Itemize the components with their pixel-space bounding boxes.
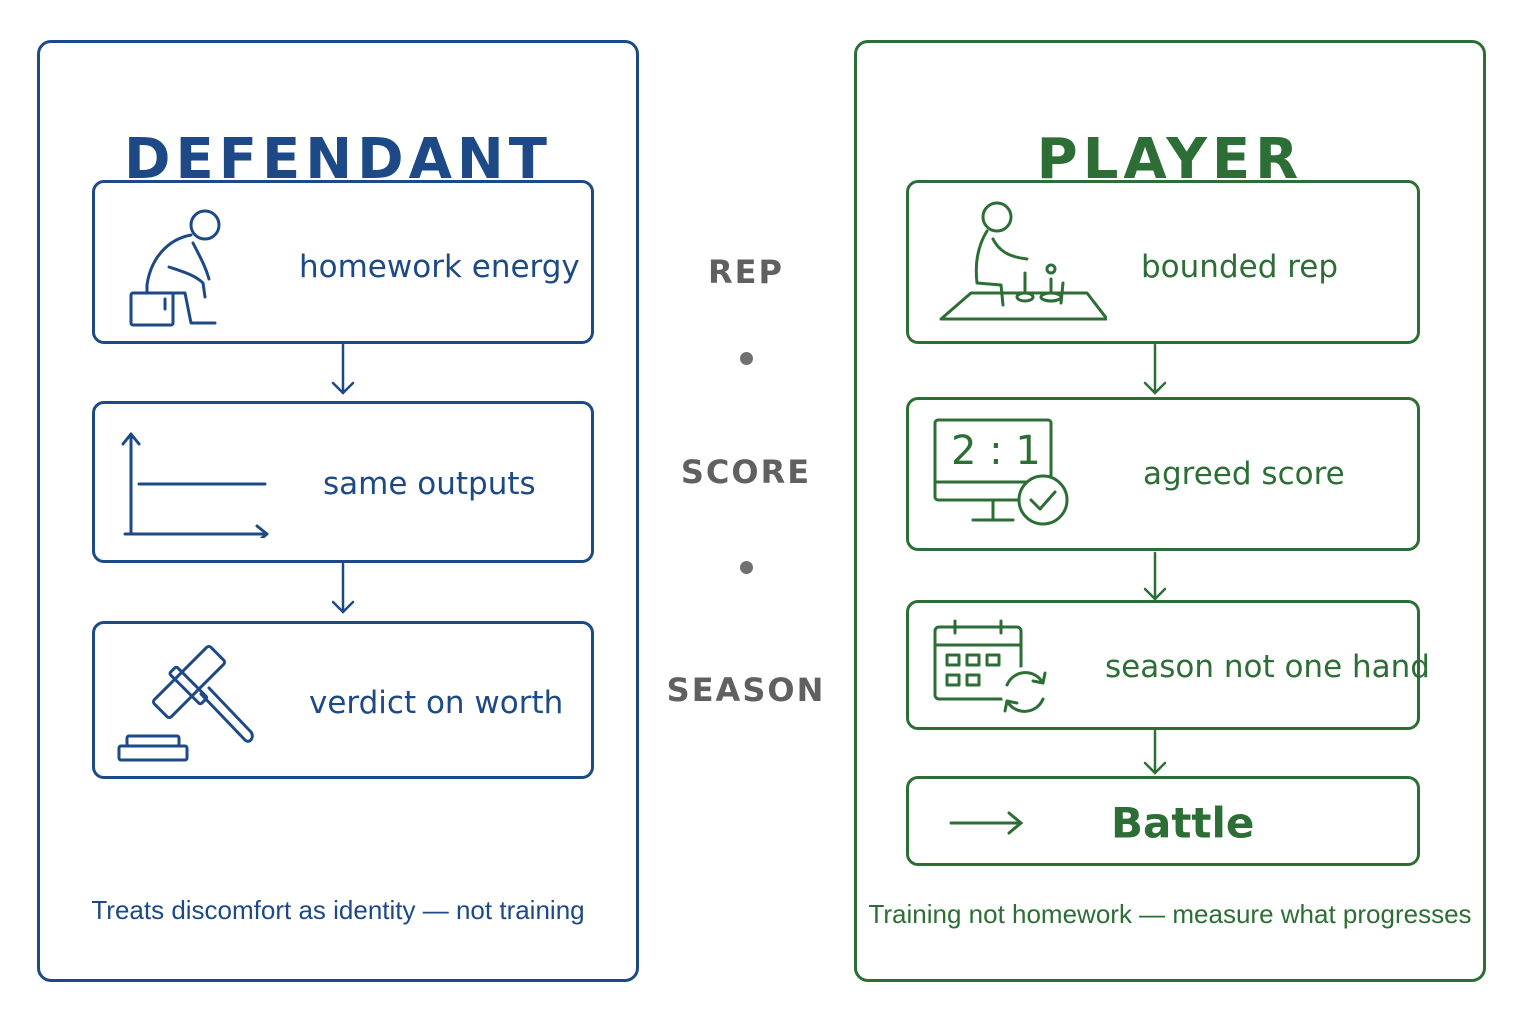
person-practicing-icon (937, 199, 1107, 325)
battle-box: Battle (906, 776, 1420, 866)
flat-line-chart-icon (121, 430, 271, 538)
bounded-rep-label: bounded rep (1141, 249, 1339, 285)
scoreboard-check-icon: 2 : 1 (933, 418, 1073, 528)
season-box: season not one hand (906, 600, 1430, 730)
down-arrow-icon (331, 562, 355, 620)
score-value: 2 : 1 (951, 428, 1041, 474)
slumped-person-icon (129, 205, 229, 329)
verdict-on-worth-box: verdict on worth (92, 621, 594, 779)
down-arrow-icon (1143, 729, 1167, 781)
separator-dot (740, 561, 753, 574)
down-arrow-icon (1143, 343, 1167, 401)
homework-energy-label: homework energy (299, 249, 580, 285)
season-label: SEASON (666, 671, 826, 709)
gavel-icon (117, 642, 255, 764)
down-arrow-icon (331, 343, 355, 401)
season-label-text: season not one hand (1105, 649, 1430, 685)
same-outputs-label: same outputs (323, 466, 536, 502)
score-label: SCORE (680, 453, 812, 491)
battle-label: Battle (1111, 798, 1255, 848)
verdict-on-worth-label: verdict on worth (309, 685, 564, 721)
agreed-score-box: 2 : 1 agreed score (906, 397, 1420, 551)
rep-label: REP (708, 253, 784, 291)
player-panel: PLAYER bounded rep (854, 40, 1486, 982)
defendant-panel: DEFENDANT homework energy same (37, 40, 639, 982)
calendar-cycle-icon (933, 619, 1053, 719)
bounded-rep-box: bounded rep (906, 180, 1420, 344)
same-outputs-box: same outputs (92, 401, 594, 563)
homework-energy-box: homework energy (92, 180, 594, 344)
defendant-footer: Treats discomfort as identity — not trai… (91, 895, 585, 925)
separator-dot (740, 352, 753, 365)
arrow-right-icon (949, 811, 1025, 835)
down-arrow-icon (1143, 551, 1167, 607)
agreed-score-label: agreed score (1143, 456, 1345, 492)
player-footer: Training not homework — measure what pro… (868, 899, 1472, 929)
